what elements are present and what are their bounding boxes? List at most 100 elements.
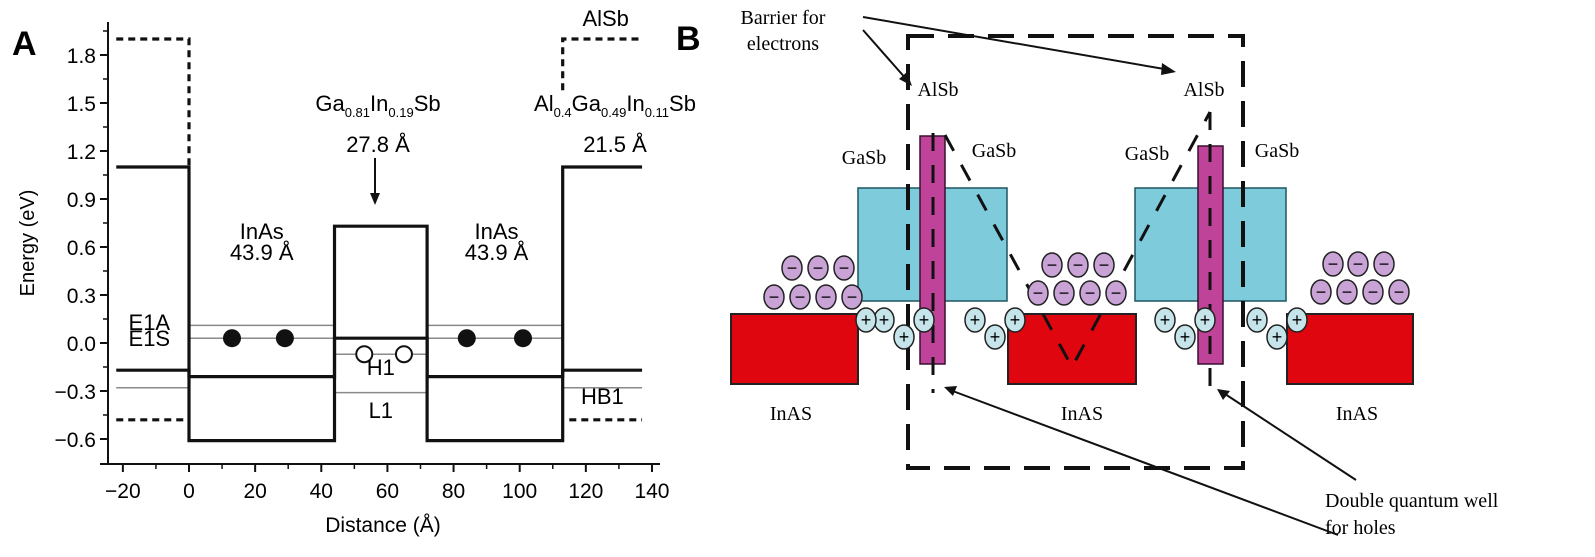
electron: − bbox=[807, 255, 829, 281]
electron: − bbox=[1105, 280, 1127, 306]
plus-icon: + bbox=[990, 327, 1001, 347]
x-tick-label: 40 bbox=[310, 480, 333, 503]
annotation-439: 43.9 Å bbox=[230, 240, 294, 265]
electron-ellipse bbox=[1079, 280, 1101, 306]
minus-icon: − bbox=[1394, 282, 1405, 302]
electron-ellipse bbox=[1067, 252, 1089, 278]
electron: − bbox=[1310, 279, 1332, 305]
hole-ellipse bbox=[1004, 307, 1026, 333]
barrier-arrow-right bbox=[862, 16, 1171, 71]
annotation-inas: InAs bbox=[475, 219, 519, 244]
annotation-hb1: HB1 bbox=[581, 384, 624, 409]
minus-icon: − bbox=[1368, 282, 1379, 302]
electron-ellipse bbox=[1041, 252, 1063, 278]
inas-label-1: InAS bbox=[770, 403, 812, 425]
hole: + bbox=[913, 307, 935, 333]
electron-ellipse bbox=[1388, 279, 1410, 305]
gainsb-thickness: 27.8 Å bbox=[346, 132, 410, 157]
arrow-head-icon bbox=[1217, 389, 1230, 400]
plus-icon: + bbox=[1010, 310, 1021, 330]
plus-icon: + bbox=[1180, 327, 1191, 347]
plus-icon: + bbox=[1252, 310, 1263, 330]
hole-circle bbox=[394, 345, 413, 364]
carriers bbox=[222, 329, 533, 364]
alsb-label-right: AlSb bbox=[1183, 79, 1224, 101]
electron-ellipse bbox=[1362, 279, 1384, 305]
dqw-arrow-right bbox=[1221, 391, 1357, 481]
minus-icon: − bbox=[1111, 283, 1122, 303]
y-tick-label: 1.5 bbox=[67, 93, 96, 116]
gainsb-formula: Ga0.81In0.19Sb bbox=[315, 91, 440, 120]
electron-ellipse bbox=[1027, 280, 1049, 306]
electron: − bbox=[1336, 279, 1358, 305]
minus-icon: − bbox=[1047, 255, 1058, 275]
x-tick-label: 20 bbox=[243, 480, 266, 503]
conduction-band bbox=[116, 165, 643, 443]
electron: − bbox=[1373, 251, 1395, 277]
y-tick-label: −0.3 bbox=[55, 381, 96, 404]
hole-ellipse bbox=[913, 307, 935, 333]
panel-b: B −−−−−−−−−−−−−−−−−−−−− +++++++++++++ Ba… bbox=[676, 7, 1499, 539]
hole-ellipse bbox=[964, 307, 986, 333]
hole: + bbox=[1154, 307, 1176, 333]
alsb-conduction-right bbox=[561, 37, 643, 91]
arrow-head-icon bbox=[944, 386, 957, 396]
minus-icon: − bbox=[1379, 254, 1390, 274]
electrons: −−−−−−−−−−−−−−−−−−−−− bbox=[763, 251, 1410, 310]
electron-ellipse bbox=[807, 255, 829, 281]
barrier-label-line1: Barrier for bbox=[741, 7, 826, 29]
alsb-label-left: AlSb bbox=[917, 79, 958, 101]
electron-ellipse bbox=[763, 284, 785, 310]
inas-label-2: InAS bbox=[1061, 403, 1103, 425]
electron: − bbox=[1067, 252, 1089, 278]
electron-ellipse bbox=[1310, 279, 1332, 305]
electron: − bbox=[1347, 251, 1369, 277]
electron-ellipse bbox=[833, 255, 855, 281]
electron: − bbox=[815, 284, 837, 310]
minus-icon: − bbox=[1059, 283, 1070, 303]
electron: − bbox=[789, 284, 811, 310]
y-tick-label: 0.3 bbox=[67, 285, 96, 308]
electron-ellipse bbox=[789, 284, 811, 310]
annotation-alsb: AlSb bbox=[582, 6, 628, 31]
electron: − bbox=[1079, 280, 1101, 306]
plus-icon: + bbox=[919, 310, 930, 330]
plus-icon: + bbox=[1292, 310, 1303, 330]
electron: − bbox=[841, 284, 863, 310]
plus-icon: + bbox=[1160, 310, 1171, 330]
inas-block-1 bbox=[730, 313, 859, 385]
plus-icon: + bbox=[970, 310, 981, 330]
electron-ellipse bbox=[815, 284, 837, 310]
hole-ellipse bbox=[1246, 307, 1268, 333]
gasb-label-1: GaSb bbox=[842, 147, 886, 169]
annotation-arrows bbox=[862, 16, 1357, 536]
y-ticks: −0.6−0.30.00.30.60.91.21.51.8 bbox=[55, 30, 108, 452]
hole: + bbox=[1174, 324, 1196, 350]
electron-ellipse bbox=[1053, 280, 1075, 306]
electron-ellipse bbox=[781, 255, 803, 281]
dqw-arrow-left bbox=[949, 389, 1339, 536]
minus-icon: − bbox=[1328, 254, 1339, 274]
barrier-label-line2: electrons bbox=[747, 33, 819, 55]
y-tick-label: −0.6 bbox=[55, 429, 96, 452]
x-tick-label: 120 bbox=[568, 480, 603, 503]
x-tick-label: −20 bbox=[105, 480, 141, 503]
annotation-inas: InAs bbox=[240, 219, 284, 244]
potential-profile-dashed bbox=[943, 111, 1212, 371]
electron: − bbox=[1388, 279, 1410, 305]
x-axis-title: Distance (Å) bbox=[325, 514, 441, 537]
annotation-h1: H1 bbox=[367, 355, 395, 380]
electron: − bbox=[763, 284, 785, 310]
arrow-head-icon bbox=[1161, 63, 1176, 75]
hole: + bbox=[1286, 307, 1308, 333]
hole: + bbox=[964, 307, 986, 333]
minus-icon: − bbox=[813, 258, 824, 278]
electron: − bbox=[1093, 252, 1115, 278]
x-tick-label: 140 bbox=[634, 480, 669, 503]
alsb-conduction-left bbox=[116, 37, 191, 167]
plus-icon: + bbox=[1272, 327, 1283, 347]
unit-cell-box bbox=[906, 34, 1245, 470]
electron-ellipse bbox=[1105, 280, 1127, 306]
electron: − bbox=[1041, 252, 1063, 278]
